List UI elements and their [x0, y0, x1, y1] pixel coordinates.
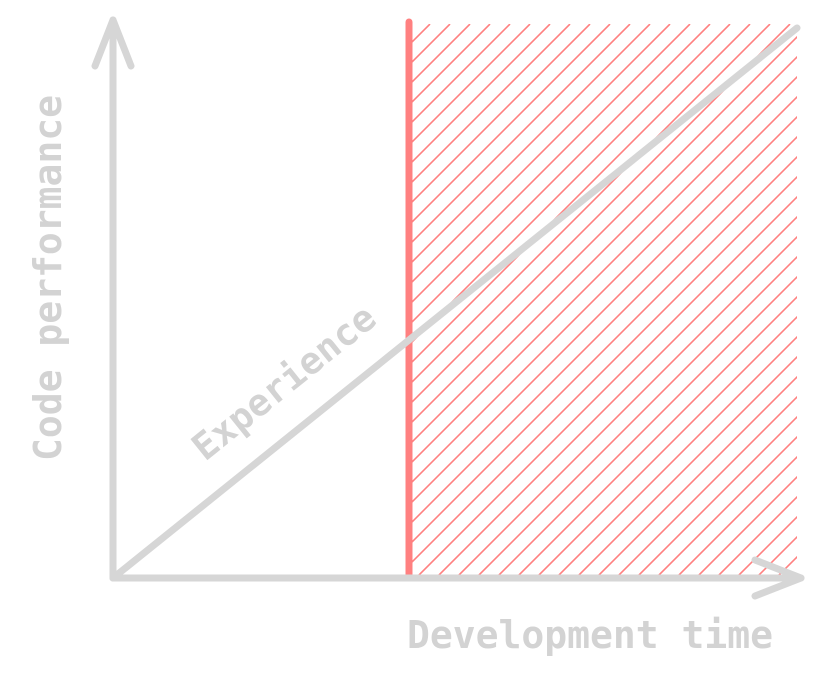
- hatch-line: [410, 95, 797, 486]
- hatch-line: [410, 135, 797, 526]
- hatch-line: [497, 275, 797, 576]
- hatch-line: [410, 24, 791, 406]
- arrow-right-icon: [751, 556, 805, 600]
- hatch-line: [410, 24, 671, 286]
- hatch-line: [517, 295, 797, 576]
- hatch-line: [798, 24, 821, 576]
- hatch-line: [410, 24, 631, 246]
- hatch-line: [637, 415, 797, 576]
- hatch-line: [410, 24, 591, 206]
- hatch-line: [657, 435, 797, 576]
- hatch-line: [437, 215, 797, 576]
- hatch-line: [410, 24, 691, 306]
- hatch-line: [557, 335, 797, 576]
- hatch-line: [697, 475, 797, 576]
- arrow-up-icon: [91, 16, 135, 70]
- hatched-region: [410, 24, 821, 576]
- hatch-line: [417, 195, 797, 576]
- hatch-line: [777, 555, 797, 576]
- y-axis-label: Code performance: [26, 95, 70, 461]
- hatch-line: [410, 35, 797, 426]
- hatch-line: [477, 255, 797, 576]
- hatch-line: [410, 24, 491, 106]
- hatch-line: [410, 55, 797, 446]
- hatch-line: [410, 75, 797, 466]
- hatch-line: [410, 155, 797, 546]
- hatch-line: [677, 455, 797, 576]
- hatch-line: [410, 24, 551, 166]
- hatch-line: [737, 515, 797, 576]
- experience-line: [109, 24, 801, 582]
- hatch-line: [537, 315, 797, 576]
- hatch-line: [410, 24, 471, 86]
- hatch-line: [410, 24, 751, 366]
- hatch-line: [577, 355, 797, 576]
- hatch-line: [410, 115, 797, 506]
- hatch-line: [410, 24, 711, 326]
- hatch-line: [597, 375, 797, 576]
- hatch-line: [410, 24, 571, 186]
- hatch-line: [457, 235, 797, 576]
- hatch-line: [617, 395, 797, 576]
- hatch-line: [410, 24, 771, 386]
- hatch-line: [410, 175, 797, 566]
- hatch-line: [410, 24, 531, 146]
- hatch-line: [410, 24, 511, 126]
- hatch-line: [410, 24, 651, 266]
- x-axis-label: Development time: [407, 613, 773, 657]
- hatch-line: [410, 24, 611, 226]
